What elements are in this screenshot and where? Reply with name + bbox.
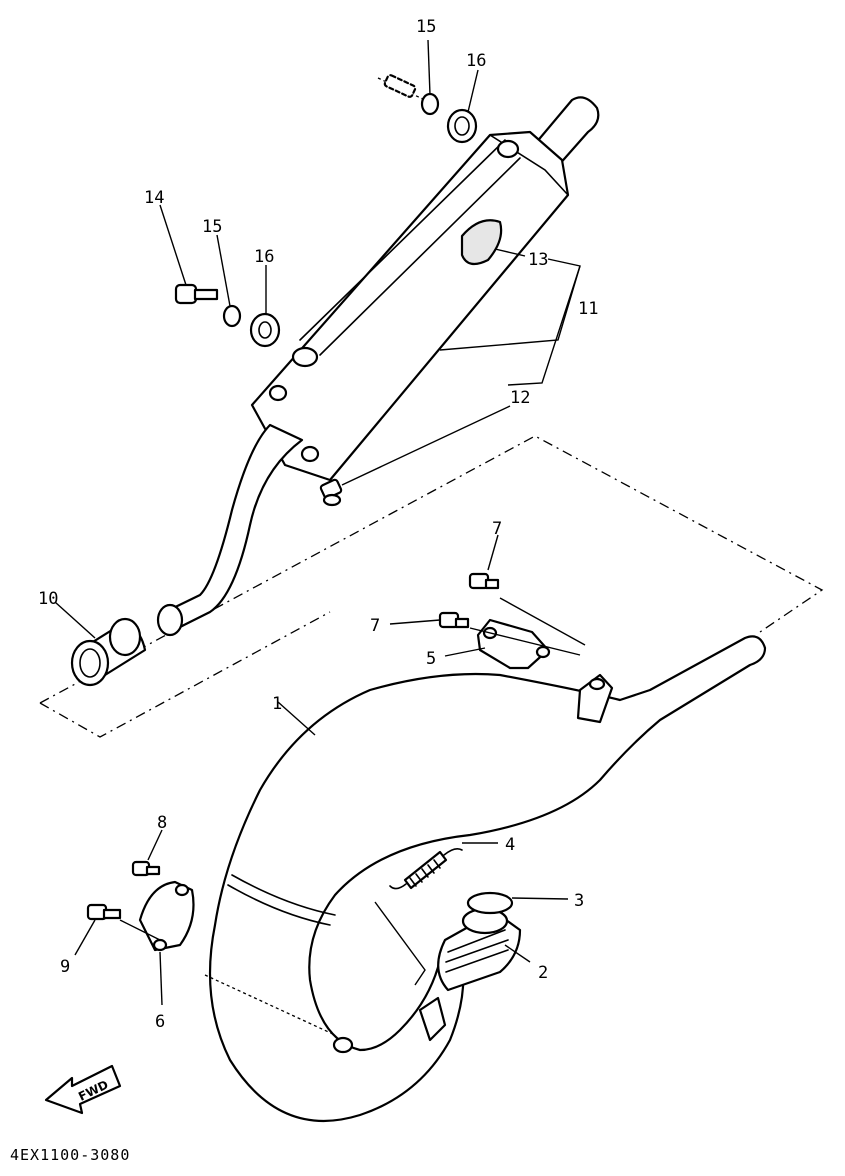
bracket-6 [138, 880, 195, 952]
callout-11: 11 [578, 299, 598, 319]
bolt-7-alignment-line-a [499, 597, 586, 646]
callout-12: 12 [510, 388, 530, 408]
callout-5: 5 [426, 649, 436, 669]
callout-7-upper: 7 [492, 519, 502, 539]
exhaust-flange [437, 907, 522, 992]
spring [389, 848, 463, 890]
callout-6: 6 [155, 1012, 165, 1032]
callout-10: 10 [38, 589, 58, 609]
bolt-12 [319, 478, 343, 507]
spring-hook-line [374, 901, 426, 986]
callout-1: 1 [272, 694, 282, 714]
gasket [466, 891, 514, 915]
callout-13: 13 [528, 250, 548, 270]
upper-mount-hardware [377, 74, 478, 144]
bolt-7-upper [468, 572, 500, 590]
muffler [156, 96, 600, 637]
callout-16-upper: 16 [466, 51, 486, 71]
bolt-9 [86, 903, 122, 921]
callout-2: 2 [538, 963, 548, 983]
bolt-9-alignment-line [119, 919, 161, 941]
bolt-8 [131, 860, 161, 877]
arrow-left-icon [44, 1064, 122, 1115]
callout-16-lower: 16 [254, 247, 274, 267]
callout-3: 3 [574, 891, 584, 911]
callout-4: 4 [505, 835, 515, 855]
callout-15-lower: 15 [202, 217, 222, 237]
muffler-group-boundary [39, 435, 824, 738]
lower-mount-hardware [174, 283, 281, 348]
callout-9: 9 [60, 957, 70, 977]
drawing-code: 4EX1100-3080 [10, 1146, 130, 1164]
callout-8: 8 [157, 813, 167, 833]
callout-14: 14 [144, 188, 164, 208]
exhaust-pipe [208, 635, 767, 1123]
bolt-7-alignment-line-b [469, 627, 581, 656]
fwd-direction-arrow: FWD [44, 1064, 122, 1115]
callout-leaders [54, 39, 581, 1006]
callout-7-lower: 7 [370, 616, 380, 636]
bolt-7-lower [438, 611, 470, 629]
callout-labels: 1 2 3 4 5 6 7 7 8 9 10 11 12 13 14 15 15… [38, 17, 598, 1032]
silencer-joint [70, 617, 147, 687]
muffler-sticker [460, 219, 503, 266]
bracket-5 [476, 618, 551, 670]
callout-15-upper: 15 [416, 17, 436, 37]
